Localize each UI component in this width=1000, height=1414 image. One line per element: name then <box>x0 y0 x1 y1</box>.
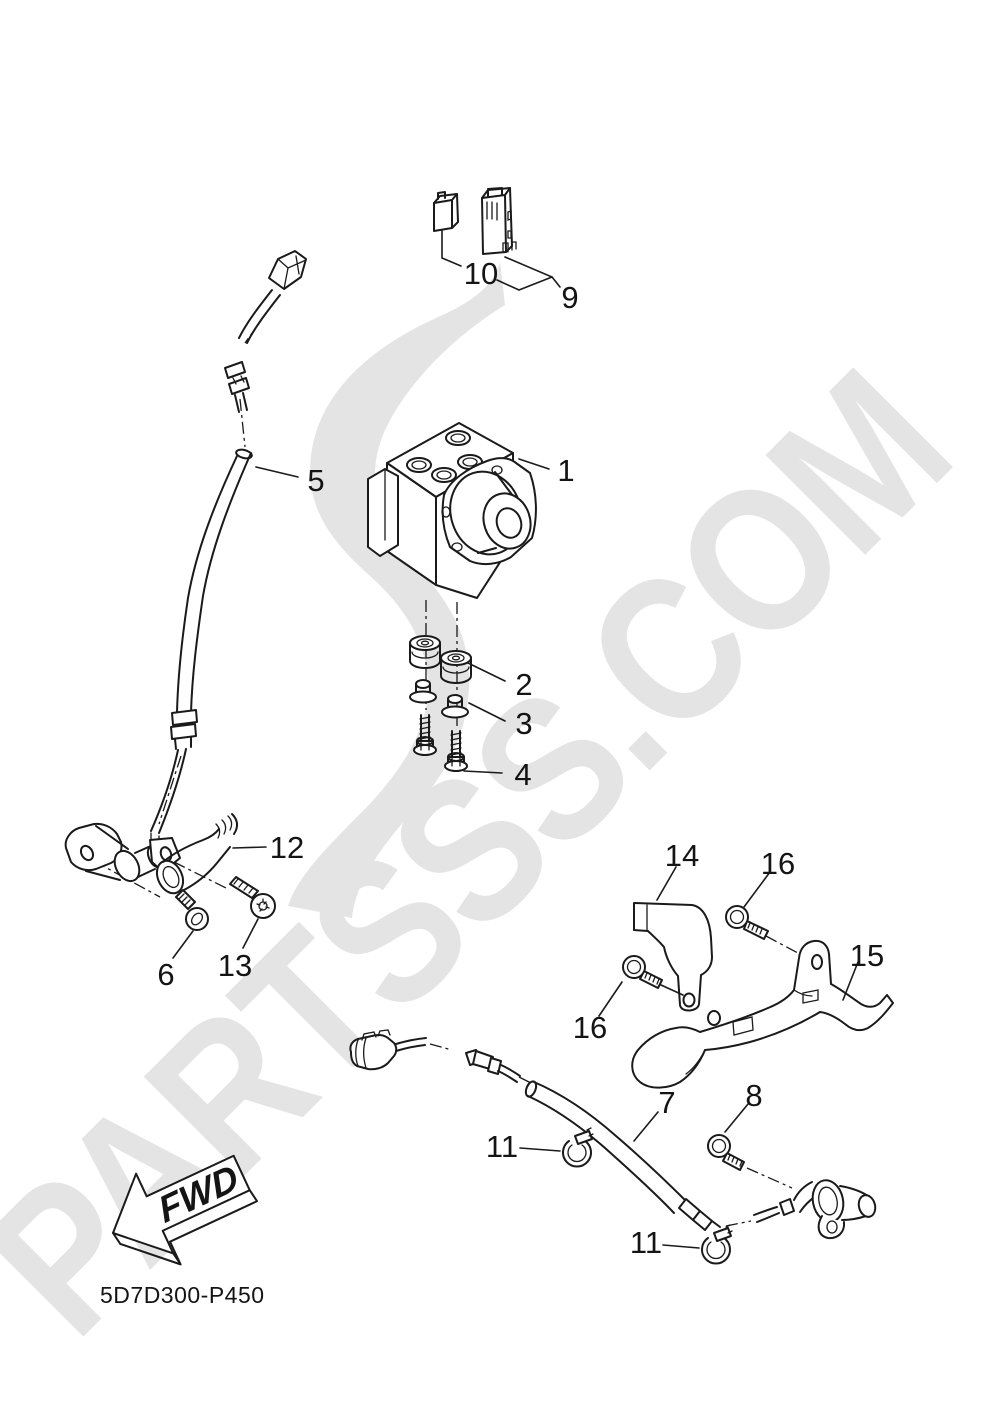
socket-bolt <box>175 889 209 931</box>
pan-screw <box>622 955 663 989</box>
flange-bolt <box>413 714 437 756</box>
callout-11: 11 <box>486 1129 518 1164</box>
callout-1: 1 <box>557 453 574 488</box>
pan-screw <box>725 905 769 940</box>
leader-lines <box>172 230 859 1249</box>
callout-7: 7 <box>658 1085 675 1120</box>
collar <box>409 679 437 704</box>
relay-box <box>481 187 517 255</box>
front-sensor-cable <box>150 250 307 834</box>
callout-6: 6 <box>157 957 174 992</box>
callout-12: 12 <box>270 830 304 865</box>
torx-screw <box>229 876 276 919</box>
fuse-box <box>433 191 459 232</box>
callout-13: 13 <box>218 948 252 983</box>
callout-3: 3 <box>515 706 532 741</box>
part-code: 5D7D300-P450 <box>100 1282 265 1308</box>
rear-cable-connector <box>349 1033 398 1071</box>
rear-sensor-flange <box>811 1179 845 1223</box>
flange-bolt-8 <box>707 1134 745 1171</box>
callout-16: 16 <box>573 1010 607 1045</box>
abs-side-bracket <box>367 468 399 557</box>
elbow-boot <box>155 813 238 895</box>
grommet <box>409 635 441 669</box>
callout-15: 15 <box>850 938 884 973</box>
callout-9: 9 <box>561 280 578 315</box>
callout-11: 11 <box>630 1225 662 1260</box>
grommet <box>440 650 472 684</box>
bracket-15 <box>631 939 894 1089</box>
callout-5: 5 <box>307 463 324 498</box>
abs-unit <box>367 422 537 599</box>
collar <box>441 694 469 719</box>
bracket-14 <box>633 902 713 1012</box>
sensor-barrel <box>113 849 141 883</box>
rear-sensor-cable <box>349 1029 877 1265</box>
clamp <box>562 1127 594 1168</box>
callout-2: 2 <box>515 667 532 702</box>
sensor-flange <box>64 822 123 872</box>
callout-16: 16 <box>761 846 795 881</box>
mount-hardware <box>409 635 472 772</box>
front-sensor-assembly <box>64 813 276 931</box>
rear-sensor-tip <box>857 1194 877 1218</box>
flange-bolt <box>444 730 468 772</box>
callout-10: 10 <box>464 256 498 291</box>
clamp <box>701 1224 733 1265</box>
callout-4: 4 <box>514 757 531 792</box>
callout-8: 8 <box>745 1078 762 1113</box>
callout-14: 14 <box>665 838 699 873</box>
